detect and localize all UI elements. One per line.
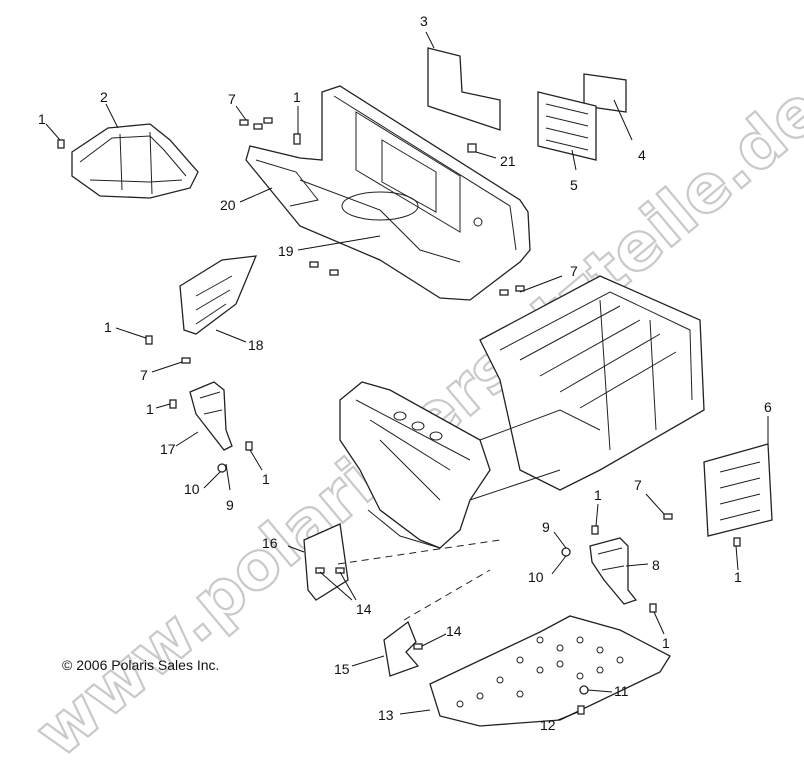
callout-15: 15 — [334, 661, 350, 677]
callout-14: 14 — [356, 601, 372, 617]
callout-18: 18 — [248, 337, 264, 353]
callout-1: 1 — [146, 401, 154, 417]
callout-4: 4 — [638, 147, 646, 163]
callout-7: 7 — [570, 263, 578, 279]
part-2-floor-cover — [71, 123, 199, 199]
callout-1: 1 — [104, 319, 112, 335]
part-15-plate — [383, 620, 420, 677]
callout-5: 5 — [570, 177, 578, 193]
callout-3: 3 — [420, 13, 428, 29]
callout-9: 9 — [542, 519, 550, 535]
callout-7: 7 — [228, 91, 236, 107]
part-6-side-panel — [703, 443, 773, 537]
part-5-grille — [537, 91, 597, 161]
callout-16: 16 — [262, 535, 278, 551]
part-20-cargo-body — [245, 85, 531, 301]
callout-8: 8 — [652, 557, 660, 573]
callout-20: 20 — [220, 197, 236, 213]
callout-10: 10 — [528, 569, 544, 585]
callout-21: 21 — [500, 153, 516, 169]
callout-19: 19 — [278, 243, 294, 259]
callout-14: 14 — [446, 623, 462, 639]
callout-1: 1 — [662, 635, 670, 651]
callout-17: 17 — [160, 441, 176, 457]
callout-1: 1 — [734, 569, 742, 585]
callout-10: 10 — [184, 481, 200, 497]
fasteners — [57, 117, 741, 715]
leader-lines — [45, 31, 769, 721]
assembly-guide-line-2 — [403, 569, 491, 621]
main-frame — [339, 275, 705, 549]
callout-6: 6 — [764, 399, 772, 415]
callout-1: 1 — [594, 487, 602, 503]
part-17-bracket — [189, 381, 233, 451]
part-3-panel — [427, 47, 501, 131]
callouts: 1 2 7 1 3 21 5 4 20 19 7 1 18 7 1 17 1 1… — [38, 13, 772, 733]
part-13-skid-plate — [429, 615, 671, 727]
part-18-side-panel — [179, 255, 258, 335]
callout-1: 1 — [293, 89, 301, 105]
part-16-guard — [303, 523, 349, 601]
callout-13: 13 — [378, 707, 394, 723]
callout-1: 1 — [262, 471, 270, 487]
copyright-notice: © 2006 Polaris Sales Inc. — [62, 657, 219, 673]
callout-11: 11 — [614, 683, 629, 699]
assembly-guide-line — [337, 539, 501, 565]
callout-7: 7 — [140, 367, 148, 383]
callout-12: 12 — [540, 717, 556, 733]
callout-9: 9 — [226, 497, 234, 513]
callout-7: 7 — [634, 477, 642, 493]
callout-1: 1 — [38, 111, 46, 127]
callout-2: 2 — [100, 89, 108, 105]
part-8-bracket — [589, 537, 638, 605]
